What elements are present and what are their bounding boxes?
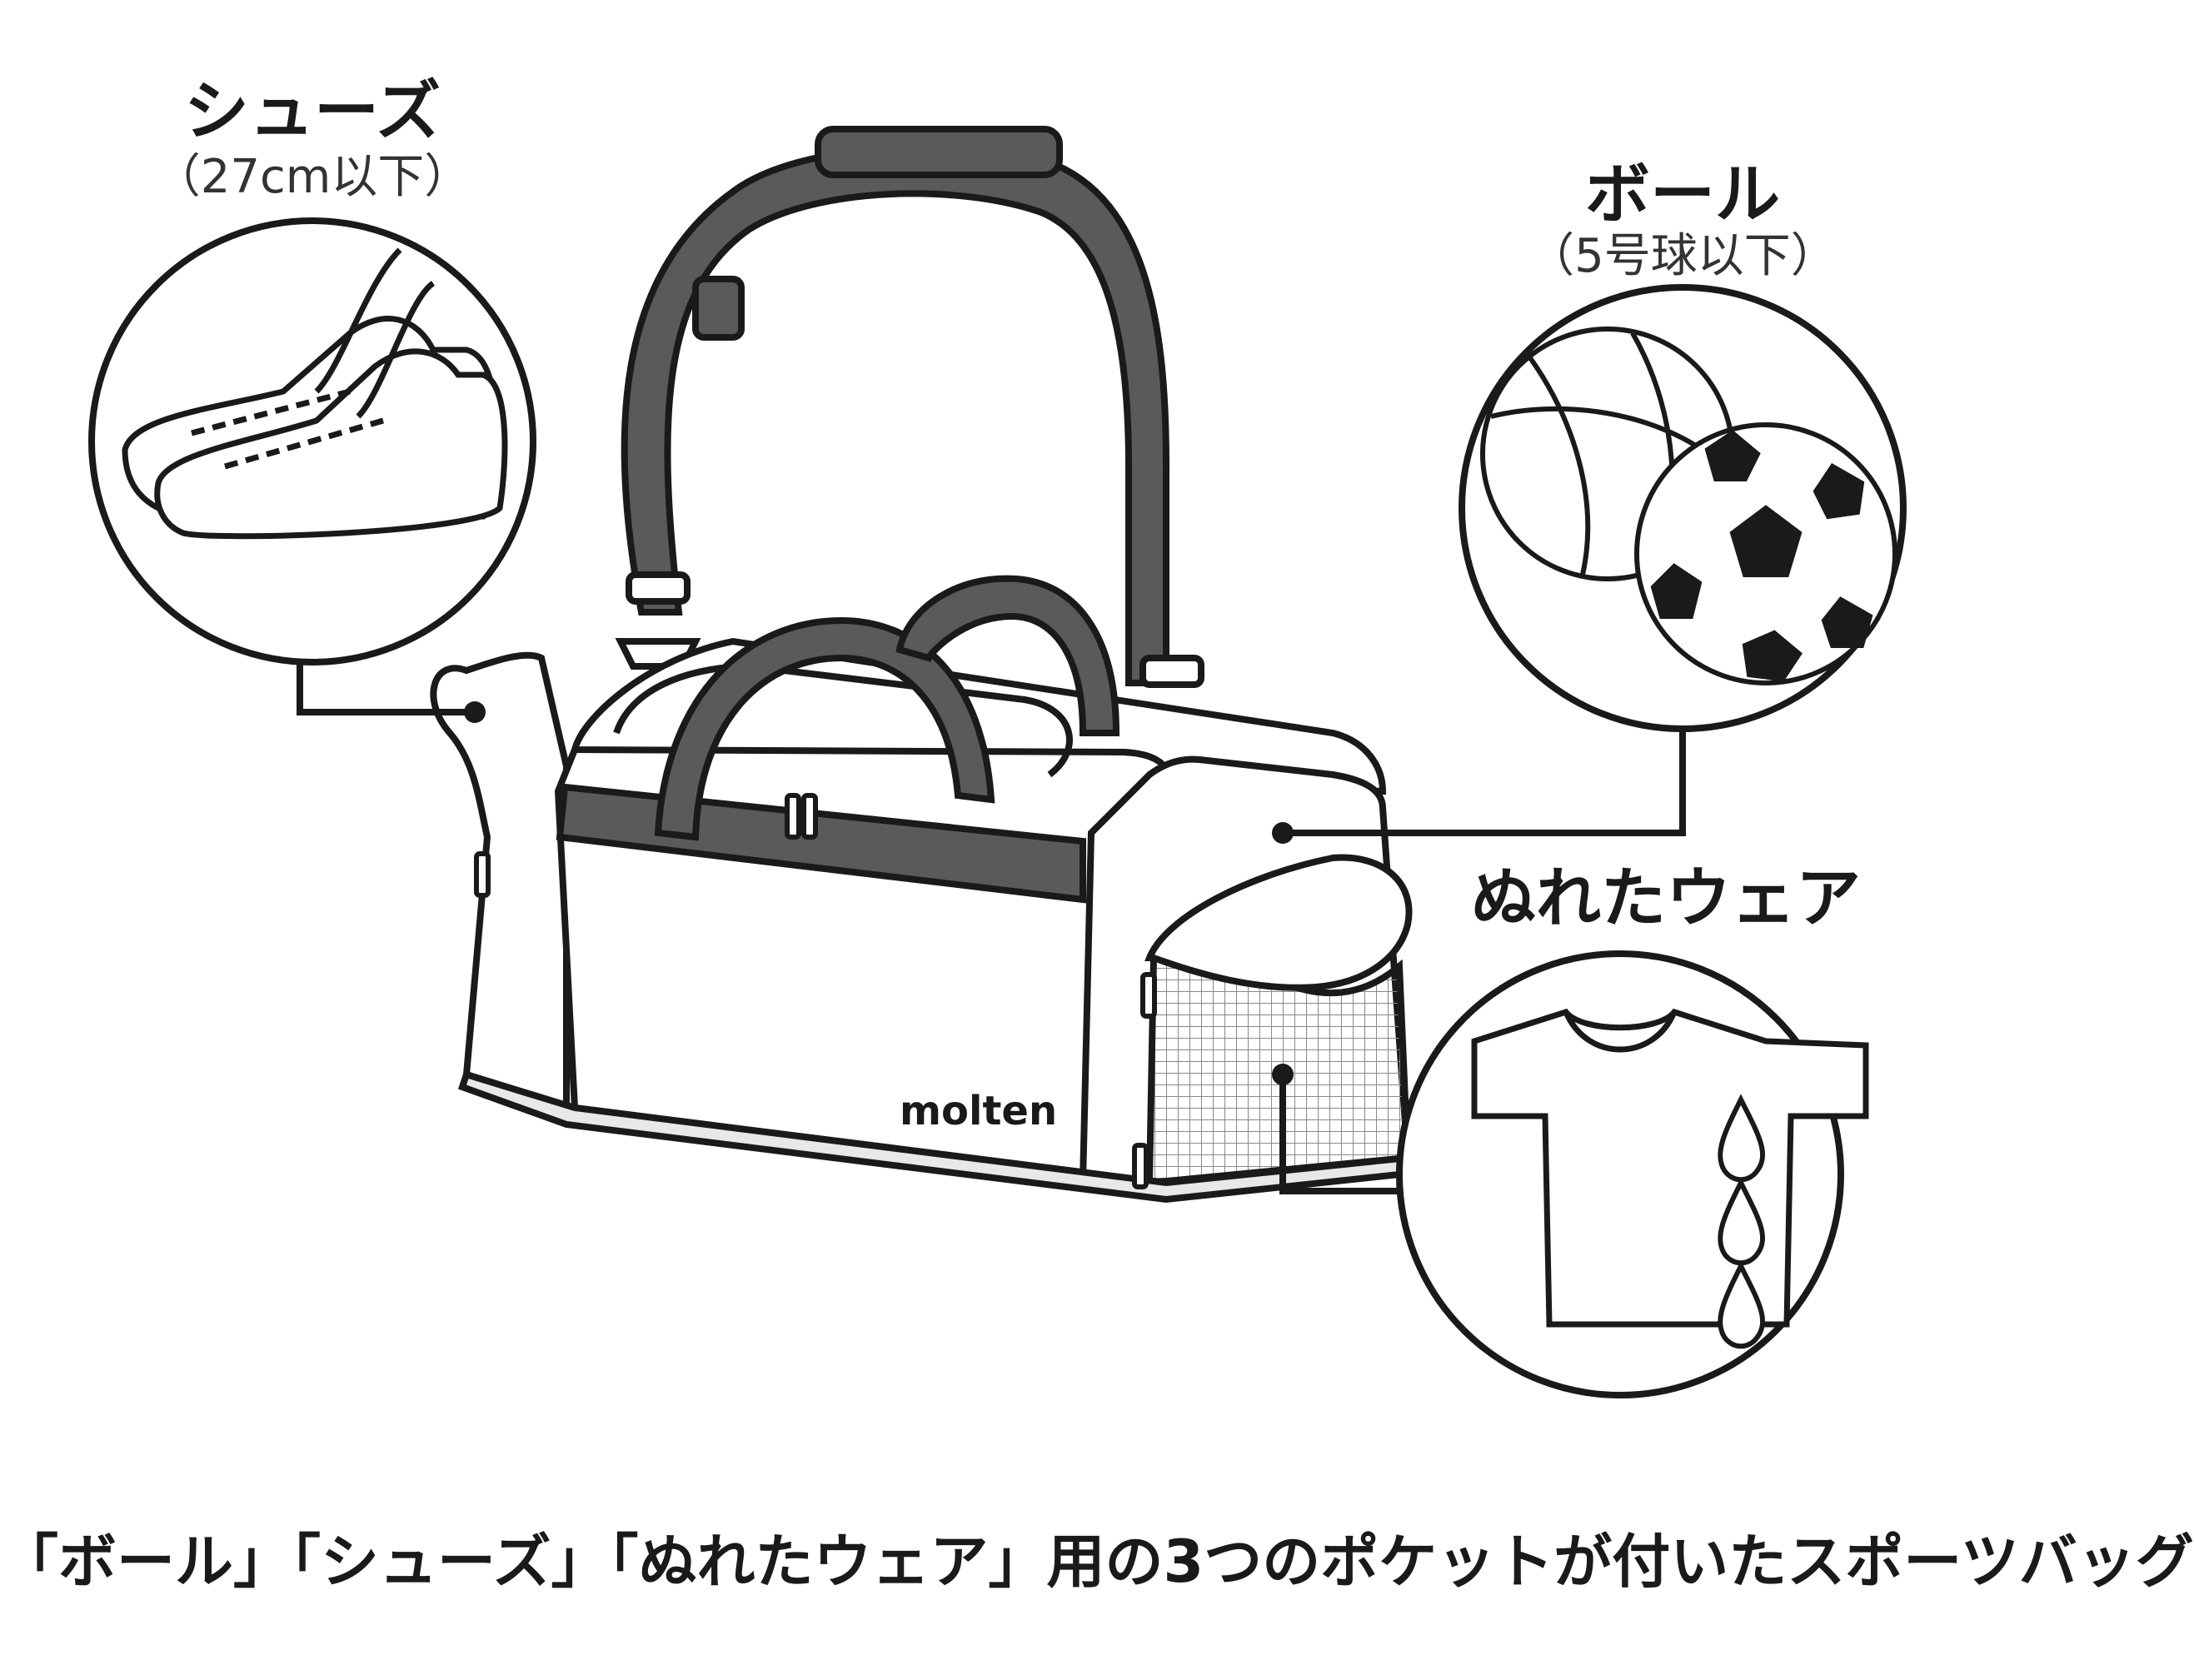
ball-subtitle: （5号球以下） (1528, 229, 1837, 283)
water-drop-icons (1718, 1094, 1766, 1349)
shoes-circle (88, 217, 536, 666)
shoe-pocket (430, 651, 570, 1121)
shirt-icon (1471, 1008, 1869, 1328)
shoes-subtitle: （27cm以下） (153, 150, 471, 204)
brand-logo: molten (900, 1088, 1057, 1134)
soccer-ball-icon (1634, 422, 1897, 685)
shoes-icon (122, 247, 508, 540)
ball-circle (1459, 284, 1907, 732)
leader-dots (464, 701, 1294, 1085)
caption: 「ボール」「シューズ」「ぬれたウェア」用の3つのポケットが付いたスポーツバッグ (0, 1528, 2194, 1596)
handles (654, 575, 1120, 841)
zipper-pulls (474, 793, 1157, 1189)
shoes-title: シューズ (183, 74, 441, 149)
wet-wear-title: ぬれたウェア (1470, 861, 1861, 936)
wet-wear-circle (1396, 950, 1869, 1398)
duffel-bag (430, 637, 1414, 1204)
ball-title: ボール (1584, 157, 1780, 232)
bag-diagram: molten (88, 126, 1907, 1398)
